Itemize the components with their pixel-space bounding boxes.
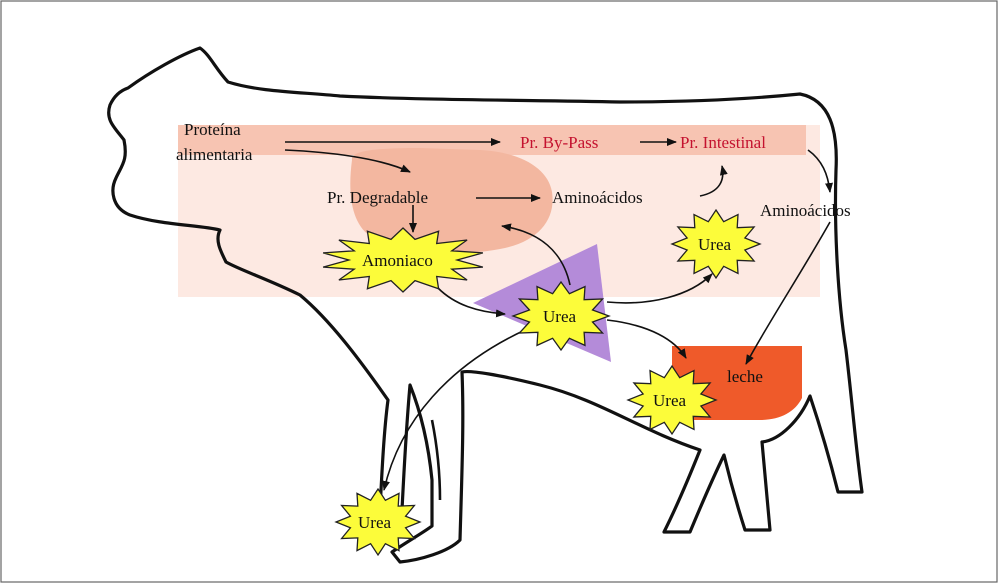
- label-leche: leche: [727, 367, 763, 386]
- label-degradable: Pr. Degradable: [327, 188, 428, 207]
- label-proteina: Proteína: [184, 120, 241, 139]
- label-alimentaria: alimentaria: [176, 145, 253, 164]
- label-aminoacidos-blood: Aminoácidos: [760, 201, 851, 220]
- label-urea-top: Urea: [698, 235, 731, 254]
- label-urea-urine: Urea: [358, 513, 391, 532]
- label-intestinal: Pr. Intestinal: [680, 133, 766, 152]
- label-bypass: Pr. By-Pass: [520, 133, 598, 152]
- label-urea-center: Urea: [543, 307, 576, 326]
- label-aminoacidos-rumen: Aminoácidos: [552, 188, 643, 207]
- label-amoniaco: Amoniaco: [362, 251, 433, 270]
- label-urea-udder: Urea: [653, 391, 686, 410]
